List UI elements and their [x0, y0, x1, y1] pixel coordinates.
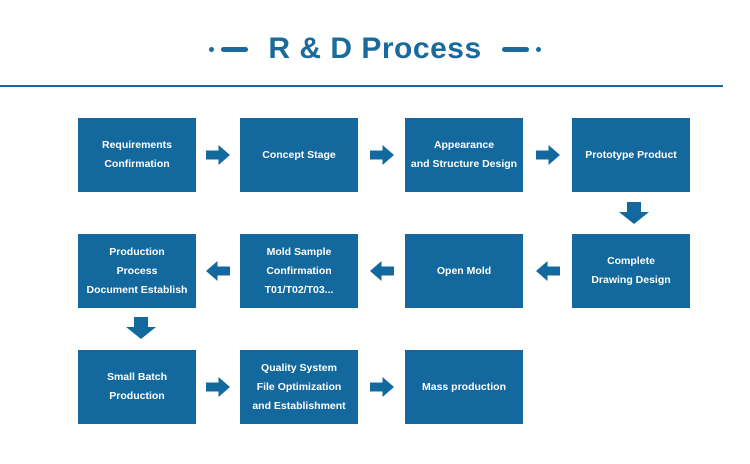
step-mass-production: Mass production	[405, 350, 523, 424]
title-right-ornament	[501, 46, 541, 52]
step-label: Production Process Document Establish	[86, 245, 188, 296]
arrow-down-icon	[619, 202, 649, 224]
arrow-right-icon	[536, 145, 560, 165]
arrow-left-icon	[536, 261, 560, 281]
title-row: R & D Process	[0, 28, 750, 70]
step-label: Appearance and Structure Design	[410, 139, 518, 170]
arrow-right-icon	[370, 145, 394, 165]
arrow-right-icon	[206, 377, 230, 397]
step-complete-drawing-design: Complete Drawing Design	[572, 234, 690, 308]
step-label: Small Batch Production	[106, 371, 168, 402]
step-prototype-product: Prototype Product	[572, 118, 690, 192]
step-label: Quality System File Optimization and Est…	[252, 361, 346, 412]
arrow-left-icon	[206, 261, 230, 281]
step-open-mold: Open Mold	[405, 234, 523, 308]
step-label: Mass production	[421, 380, 506, 393]
step-concept-stage: Concept Stage	[240, 118, 358, 192]
step-label: Requirements Confirmation	[101, 139, 173, 170]
step-label: Complete Drawing Design	[591, 255, 671, 286]
arrow-down-icon	[126, 317, 156, 339]
step-label: Open Mold	[436, 264, 492, 277]
title-left-ornament	[209, 46, 249, 52]
arrow-right-icon	[370, 377, 394, 397]
step-mold-sample-confirmation: Mold Sample Confirmation T01/T02/T03...	[240, 234, 358, 308]
step-label: Concept Stage	[262, 148, 336, 161]
arrow-left-icon	[370, 261, 394, 281]
page-title: R & D Process	[268, 32, 482, 65]
step-requirements-confirmation: Requirements Confirmation	[78, 118, 196, 192]
step-small-batch-production: Small Batch Production	[78, 350, 196, 424]
step-quality-system-file-optimization: Quality System File Optimization and Est…	[240, 350, 358, 424]
ornament-dash-icon	[221, 46, 249, 52]
step-production-process-document-establish: Production Process Document Establish	[78, 234, 196, 308]
arrow-right-icon	[206, 145, 230, 165]
step-label: Mold Sample Confirmation T01/T02/T03...	[264, 245, 334, 296]
ornament-dot-icon	[209, 46, 215, 52]
step-appearance-structure-design: Appearance and Structure Design	[405, 118, 523, 192]
ornament-dash-icon	[501, 46, 529, 52]
ornament-dot-icon	[535, 46, 541, 52]
step-label: Prototype Product	[585, 148, 677, 161]
title-underline	[0, 85, 723, 87]
